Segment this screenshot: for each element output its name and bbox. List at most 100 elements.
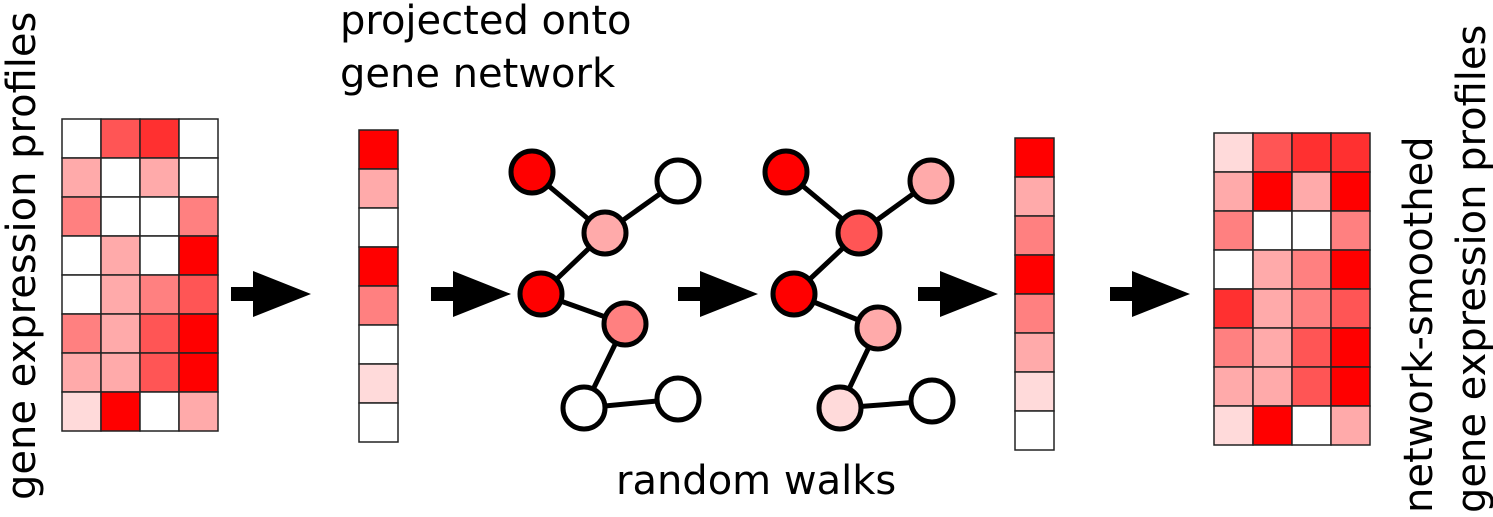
network-node	[654, 157, 702, 205]
matrix-cell	[1213, 249, 1254, 290]
matrix-cell	[1291, 171, 1332, 212]
network-node	[560, 384, 608, 432]
matrix-cell	[1213, 210, 1254, 251]
matrix-cell	[178, 391, 219, 432]
matrix-cell	[100, 157, 141, 198]
matrix-cell	[1330, 249, 1371, 290]
matrix-cell	[61, 196, 102, 237]
vector-cell	[1014, 137, 1055, 178]
matrix-cell	[178, 235, 219, 276]
matrix-cell	[1252, 366, 1293, 407]
projection-label-line2: gene network	[340, 51, 616, 97]
matrix-cell	[1252, 327, 1293, 368]
vector-cell	[358, 402, 399, 443]
gene-network-before	[508, 148, 702, 432]
output-label-line1: network-smoothed	[1396, 136, 1442, 513]
input-label: gene expression profiles	[0, 12, 45, 500]
matrix-cell	[178, 274, 219, 315]
network-node	[908, 377, 956, 425]
matrix-cell	[61, 157, 102, 198]
matrix-cell	[1330, 210, 1371, 251]
vector-cell	[358, 324, 399, 365]
vector-cell	[358, 168, 399, 209]
matrix-cell	[1213, 132, 1254, 173]
matrix-cell	[1330, 405, 1371, 446]
vector-cell	[1014, 215, 1055, 256]
projected-vector	[358, 129, 399, 443]
network-node	[508, 148, 556, 196]
matrix-cell	[1291, 366, 1332, 407]
matrix-cell	[1213, 327, 1254, 368]
right-arrow-icon	[678, 271, 758, 317]
matrix-cell	[100, 235, 141, 276]
right-arrow-icon	[431, 271, 511, 317]
matrix-cell	[1291, 249, 1332, 290]
matrix-cell	[178, 352, 219, 393]
matrix-cell	[139, 118, 180, 159]
network-node	[854, 304, 902, 352]
vector-cell	[358, 129, 399, 170]
right-arrow-icon	[1110, 271, 1190, 317]
matrix-cell	[1291, 288, 1332, 329]
matrix-cell	[1252, 249, 1293, 290]
matrix-cell	[178, 118, 219, 159]
matrix-cell	[139, 391, 180, 432]
vector-cell	[1014, 410, 1055, 451]
matrix-cell	[139, 274, 180, 315]
random-walks-label: random walks	[616, 458, 896, 504]
network-node	[770, 270, 818, 318]
input-expression-matrix	[61, 118, 219, 432]
matrix-cell	[1213, 288, 1254, 329]
vector-cell	[1014, 371, 1055, 412]
network-node	[816, 384, 864, 432]
vector-cell	[1014, 293, 1055, 334]
vector-cell	[358, 246, 399, 287]
output-label-line2: gene expression profiles	[1449, 25, 1493, 513]
matrix-cell	[61, 274, 102, 315]
matrix-cell	[178, 196, 219, 237]
matrix-cell	[1252, 210, 1293, 251]
matrix-cell	[1330, 327, 1371, 368]
matrix-cell	[1252, 171, 1293, 212]
vector-cell	[1014, 332, 1055, 373]
matrix-cell	[139, 313, 180, 354]
smoothed-vector	[1014, 137, 1055, 451]
vector-cell	[1014, 176, 1055, 217]
vector-cell	[1014, 254, 1055, 295]
network-node	[581, 209, 629, 257]
matrix-cell	[139, 352, 180, 393]
network-node	[601, 300, 649, 348]
matrix-cell	[1213, 405, 1254, 446]
network-node	[517, 270, 565, 318]
matrix-cell	[61, 313, 102, 354]
matrix-cell	[1252, 288, 1293, 329]
matrix-cell	[178, 313, 219, 354]
network-node	[907, 157, 955, 205]
matrix-cell	[1330, 366, 1371, 407]
matrix-cell	[1291, 405, 1332, 446]
matrix-cell	[1291, 132, 1332, 173]
right-arrow-icon	[918, 271, 998, 317]
network-node	[835, 209, 883, 257]
matrix-cell	[1330, 132, 1371, 173]
matrix-cell	[1252, 132, 1293, 173]
matrix-cell	[1330, 171, 1371, 212]
matrix-cell	[1213, 171, 1254, 212]
matrix-cell	[61, 118, 102, 159]
matrix-cell	[100, 118, 141, 159]
matrix-cell	[1213, 366, 1254, 407]
vector-cell	[358, 285, 399, 326]
matrix-cell	[100, 352, 141, 393]
matrix-cell	[61, 391, 102, 432]
arrows	[231, 271, 1190, 317]
matrix-cell	[1330, 288, 1371, 329]
matrix-cell	[100, 313, 141, 354]
matrix-cell	[1291, 327, 1332, 368]
gene-network-after	[762, 148, 956, 432]
matrix-cell	[1291, 210, 1332, 251]
vector-cell	[358, 207, 399, 248]
smoothed-expression-matrix	[1213, 132, 1371, 446]
matrix-cell	[139, 157, 180, 198]
matrix-cell	[100, 391, 141, 432]
